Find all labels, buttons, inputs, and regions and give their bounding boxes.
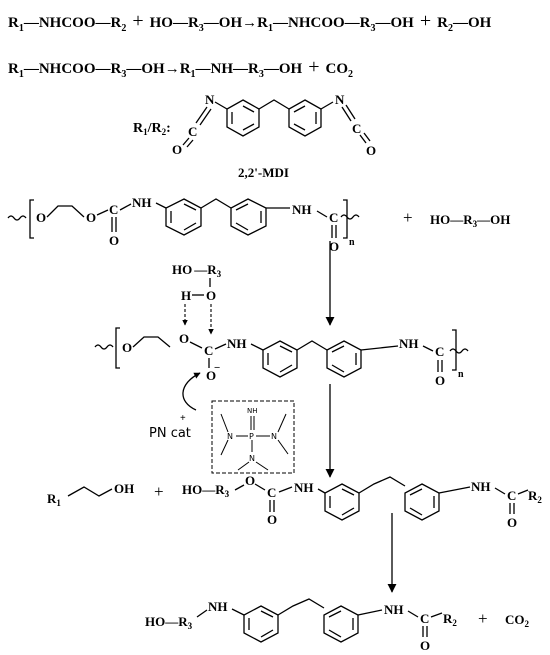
prod-oh: OH (114, 481, 134, 496)
p1-plus: + (403, 208, 413, 227)
wavy-bond-right (340, 214, 360, 220)
prod-o2: O (507, 515, 517, 530)
prod-r2: R2 (528, 488, 542, 505)
products: R1 OH + HO—R3 O C O NH NH C O R2 (47, 473, 542, 530)
catalyst-nh: NH (247, 407, 258, 415)
p1-n: n (349, 237, 355, 248)
prod-o: O (245, 473, 255, 488)
int-h: H (181, 288, 191, 303)
final-products: HO—R3 NH NH C O R2 + CO2 (145, 598, 530, 653)
prod-nh1: NH (294, 480, 314, 495)
int-alcohol: HO—R3 (172, 262, 222, 279)
prod-c: C (267, 485, 276, 500)
final-c: C (420, 611, 429, 626)
eq2-text: R1—NHCOO—R3—OH→R1—NH—R3—OH+CO2 (8, 56, 353, 80)
int-c: C (204, 343, 213, 358)
prod-plus: + (154, 482, 164, 501)
final-nh1: NH (208, 599, 228, 614)
int-plus-charge: + (180, 413, 186, 424)
catalyst-p: P (249, 432, 254, 441)
eq1-text: R1—NHCOO—R2+HO—R3—OH→R1—NHCOO—R3—OH+R2—O… (8, 10, 492, 34)
equation-2: R1—NHCOO—R3—OH→R1—NH—R3—OH+CO2 (8, 56, 353, 80)
int-wavy-right (449, 348, 469, 354)
curved-arrow (182, 372, 201, 411)
final-plus: + (478, 609, 488, 628)
mdi-n-left: N (205, 92, 215, 107)
p1-o-carbonyl: O (109, 233, 119, 248)
mdi-n-right: N (335, 92, 345, 107)
mdi-c-right: C (352, 121, 361, 136)
final-co2: CO2 (505, 612, 530, 629)
catalyst-n-left: N (227, 432, 233, 441)
int-nh1: NH (227, 336, 247, 351)
final-ho-r3: HO—R3 (145, 614, 193, 631)
int-n: n (458, 369, 464, 380)
p1-nh2: NH (292, 202, 312, 217)
wavy-bond-left (7, 215, 27, 221)
int-o1: O (122, 340, 132, 355)
prod-o-carbonyl: O (267, 512, 277, 527)
final-o: O (420, 638, 430, 653)
intermediate: HO—R3 H O O O C O − NH NH C (94, 262, 469, 424)
p1-c2: C (329, 210, 338, 225)
p1-c: C (109, 202, 118, 217)
p1-nh1: NH (132, 195, 152, 210)
int-o-minus: O (206, 368, 216, 383)
final-nh2: NH (384, 602, 404, 617)
int-c2: C (435, 344, 444, 359)
prod-r1: R1 (47, 491, 61, 508)
mdi-o-right: O (366, 143, 376, 158)
final-r2: R2 (443, 611, 457, 628)
mdi-name: 2,2'-MDI (238, 165, 289, 180)
catalyst-box (211, 400, 295, 474)
polymer-1: O O C O NH NH C O n + HO—R3—OH (7, 195, 510, 254)
prod-nh2: NH (471, 479, 491, 494)
p1-o1: O (36, 210, 46, 225)
catalyst: PN cat NH P N N N (149, 400, 295, 474)
catalyst-n-right: N (271, 432, 277, 441)
int-nh2: NH (399, 336, 419, 351)
equation-1: R1—NHCOO—R2+HO—R3—OH→R1—NHCOO—R3—OH+R2—O… (8, 10, 492, 34)
p1-reagent: HO—R3—OH (430, 212, 510, 229)
mdi-o-left: O (172, 142, 182, 157)
int-wavy-left (94, 344, 114, 350)
bracket-left (29, 199, 34, 239)
p1-o2: O (329, 239, 339, 254)
int-minus: − (214, 362, 220, 374)
mdi-c-left: C (188, 124, 197, 139)
catalyst-label: PN cat (149, 426, 191, 441)
prod-ho-r3: HO—R3 (182, 482, 230, 499)
int-o2: O (179, 331, 189, 346)
mdi-label: R1/R2: (133, 121, 171, 137)
int-bracket-left (115, 327, 120, 369)
int-o-alcohol: O (206, 288, 216, 303)
mdi-structure: R1/R2: N C O N C O 2,2'-MDI (133, 92, 376, 180)
int-o2: O (435, 373, 445, 388)
bracket-right (343, 199, 348, 239)
p1-bridge (200, 198, 232, 209)
p1-o2: O (86, 210, 96, 225)
catalyst-n-bottom: N (249, 454, 255, 463)
prod-c2: C (507, 488, 516, 503)
